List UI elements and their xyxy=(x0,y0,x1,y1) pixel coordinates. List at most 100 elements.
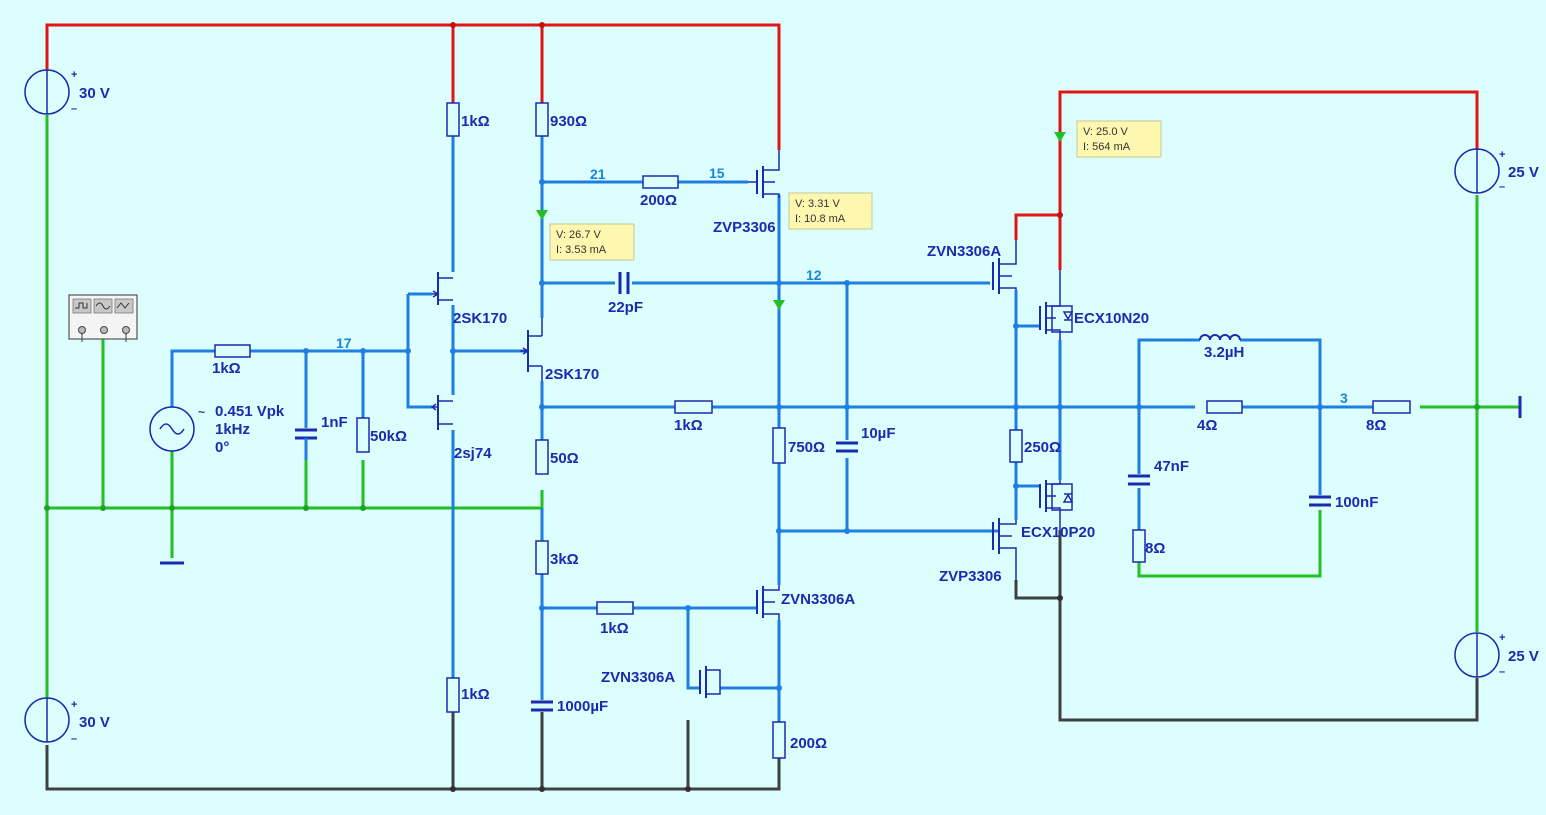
dc-source-30v-bottom[interactable]: + – 30 V xyxy=(24,697,110,745)
svg-text:I: 564 mA: I: 564 mA xyxy=(1083,141,1131,153)
dc-source-30v-bottom-label: 30 V xyxy=(79,714,110,731)
mosfet-ecx10n20-label: ECX10N20 xyxy=(1074,310,1149,327)
dc-source-30v-top[interactable]: + – 30 V xyxy=(24,69,110,115)
mosfet-ecx10p20[interactable]: ECX10P20 xyxy=(1021,480,1095,541)
resistor-50k[interactable]: 50kΩ xyxy=(356,417,407,453)
jfet-q2-2sk170[interactable]: 2SK170 xyxy=(520,318,599,383)
jfet-q3-label: 2sj74 xyxy=(454,445,492,462)
svg-text:50Ω: 50Ω xyxy=(550,450,579,467)
svg-text:200Ω: 200Ω xyxy=(790,735,827,752)
svg-text:V: 25.0 V: V: 25.0 V xyxy=(1083,126,1129,138)
probe-box-3[interactable]: V: 25.0 V I: 564 mA xyxy=(1076,120,1162,158)
svg-text:–: – xyxy=(1499,181,1505,193)
svg-text:250Ω: 250Ω xyxy=(1024,439,1061,456)
svg-text:1kΩ: 1kΩ xyxy=(212,360,241,377)
resistor-50[interactable]: 50Ω xyxy=(535,439,579,475)
svg-text:4Ω: 4Ω xyxy=(1197,417,1217,434)
jfet-q2-label: 2SK170 xyxy=(545,366,599,383)
svg-text:100nF: 100nF xyxy=(1335,494,1378,511)
net-3: 3 xyxy=(1340,390,1348,406)
junction-dots xyxy=(44,22,1480,792)
dc-source-25v-bottom-label: 25 V xyxy=(1508,648,1539,665)
mosfet-zvp3306-top[interactable]: ZVP3306 xyxy=(713,150,780,236)
svg-text:1nF: 1nF xyxy=(321,414,348,431)
probe-box-1[interactable]: V: 26.7 V I: 3.53 mA xyxy=(549,223,635,261)
probe-arrow-3 xyxy=(1054,132,1066,142)
capacitor-1000uf[interactable]: 1000µF xyxy=(531,698,608,715)
resistor-200-bottom[interactable]: 200Ω xyxy=(772,721,827,759)
resistor-bottom-1k[interactable]: 1kΩ xyxy=(446,677,490,713)
resistor-930[interactable]: 930Ω xyxy=(535,102,587,137)
signal-wires xyxy=(170,136,1373,722)
svg-text:V: 26.7 V: V: 26.7 V xyxy=(556,229,602,241)
capacitor-47nf[interactable]: 47nF xyxy=(1128,458,1189,486)
svg-text:1kΩ: 1kΩ xyxy=(461,113,490,130)
capacitor-100nf[interactable]: 100nF xyxy=(1309,494,1378,511)
signal-amplitude-label: 0.451 Vpk xyxy=(215,403,285,420)
svg-text:200Ω: 200Ω xyxy=(640,192,677,209)
resistor-input-1k[interactable]: 1kΩ xyxy=(212,344,251,377)
resistor-1k-mid[interactable]: 1kΩ xyxy=(674,400,713,434)
svg-text:8Ω: 8Ω xyxy=(1145,540,1165,557)
resistor-load-8[interactable]: 8Ω xyxy=(1366,400,1411,434)
capacitor-1nf[interactable]: 1nF xyxy=(295,414,348,460)
net-labels: 17 21 15 12 3 xyxy=(336,165,1348,406)
svg-text:10µF: 10µF xyxy=(861,425,896,442)
resistor-250[interactable]: 250Ω xyxy=(1009,429,1061,463)
signal-frequency-label: 1kHz xyxy=(215,421,250,438)
resistor-1k-bottom[interactable]: 1kΩ xyxy=(596,601,634,637)
resistor-top-1k[interactable]: 1kΩ xyxy=(446,102,490,137)
svg-text:47nF: 47nF xyxy=(1154,458,1189,475)
net-21: 21 xyxy=(590,166,606,182)
mosfet-ecx10p20-label: ECX10P20 xyxy=(1021,524,1095,541)
probe-box-2[interactable]: V: 3.31 V I: 10.8 mA xyxy=(788,192,873,230)
capacitor-10uf[interactable]: 10µF xyxy=(836,425,896,453)
mosfet-zvn3306a-mid-label: ZVN3306A xyxy=(781,591,855,608)
net-12: 12 xyxy=(806,267,822,283)
mosfet-zvn3306a-driver[interactable]: ZVN3306A xyxy=(927,240,1017,294)
ground-wires xyxy=(45,115,1520,698)
probe-arrow-2 xyxy=(773,300,785,310)
resistor-3k[interactable]: 3kΩ xyxy=(535,540,579,575)
svg-text:I: 3.53 mA: I: 3.53 mA xyxy=(556,244,607,256)
capacitor-22pf[interactable]: 22pF xyxy=(608,272,643,316)
svg-text:50kΩ: 50kΩ xyxy=(370,428,407,445)
mosfet-zvn3306a-mid[interactable]: ZVN3306A xyxy=(756,585,855,620)
svg-text:–: – xyxy=(71,733,77,745)
ac-signal-source[interactable]: ~ 0.451 Vpk 1kHz 0° xyxy=(149,403,285,456)
dc-source-25v-top[interactable]: + – 25 V xyxy=(1454,148,1539,194)
svg-text:930Ω: 930Ω xyxy=(550,113,587,130)
dc-source-30v-top-label: 30 V xyxy=(79,85,110,102)
svg-text:~: ~ xyxy=(198,405,205,419)
mosfet-zvn3306a-low[interactable]: ZVN3306A xyxy=(601,666,721,698)
resistor-200-top[interactable]: 200Ω xyxy=(640,175,679,209)
svg-text:+: + xyxy=(1499,632,1505,644)
svg-text:8Ω: 8Ω xyxy=(1366,417,1386,434)
mosfet-zvp3306-driver-label: ZVP3306 xyxy=(939,568,1002,585)
mosfet-zvp3306-driver[interactable]: ZVP3306 xyxy=(939,518,1017,585)
positive-rail-wires xyxy=(45,23,1479,270)
svg-text:1kΩ: 1kΩ xyxy=(600,620,629,637)
resistor-8-zobel[interactable]: 8Ω xyxy=(1132,529,1165,563)
function-generator-instrument[interactable] xyxy=(68,294,138,342)
svg-text:1kΩ: 1kΩ xyxy=(674,417,703,434)
resistor-4[interactable]: 4Ω xyxy=(1197,400,1243,434)
net-15: 15 xyxy=(709,165,725,181)
mosfet-zvn3306a-low-label: ZVN3306A xyxy=(601,669,675,686)
svg-text:–: – xyxy=(1499,666,1505,678)
svg-text:750Ω: 750Ω xyxy=(788,439,825,456)
svg-text:–: – xyxy=(71,103,77,115)
dc-source-25v-top-label: 25 V xyxy=(1508,164,1539,181)
mosfet-ecx10n20[interactable]: ECX10N20 xyxy=(1039,270,1149,340)
dc-source-25v-bottom[interactable]: + – 25 V xyxy=(1454,632,1539,678)
inductor-3-2uh[interactable]: 3.2µH xyxy=(1199,334,1244,361)
negative-rail-wires xyxy=(45,530,1479,791)
svg-text:3.2µH: 3.2µH xyxy=(1204,344,1244,361)
jfet-q1-2sk170[interactable] xyxy=(432,272,453,305)
svg-text:3kΩ: 3kΩ xyxy=(550,551,579,568)
jfet-q3-2sj74[interactable]: 2SK170 2sj74 xyxy=(430,310,507,462)
svg-text:1000µF: 1000µF xyxy=(557,698,608,715)
resistor-750[interactable]: 750Ω xyxy=(772,427,825,464)
probe-arrow-1 xyxy=(536,210,548,220)
